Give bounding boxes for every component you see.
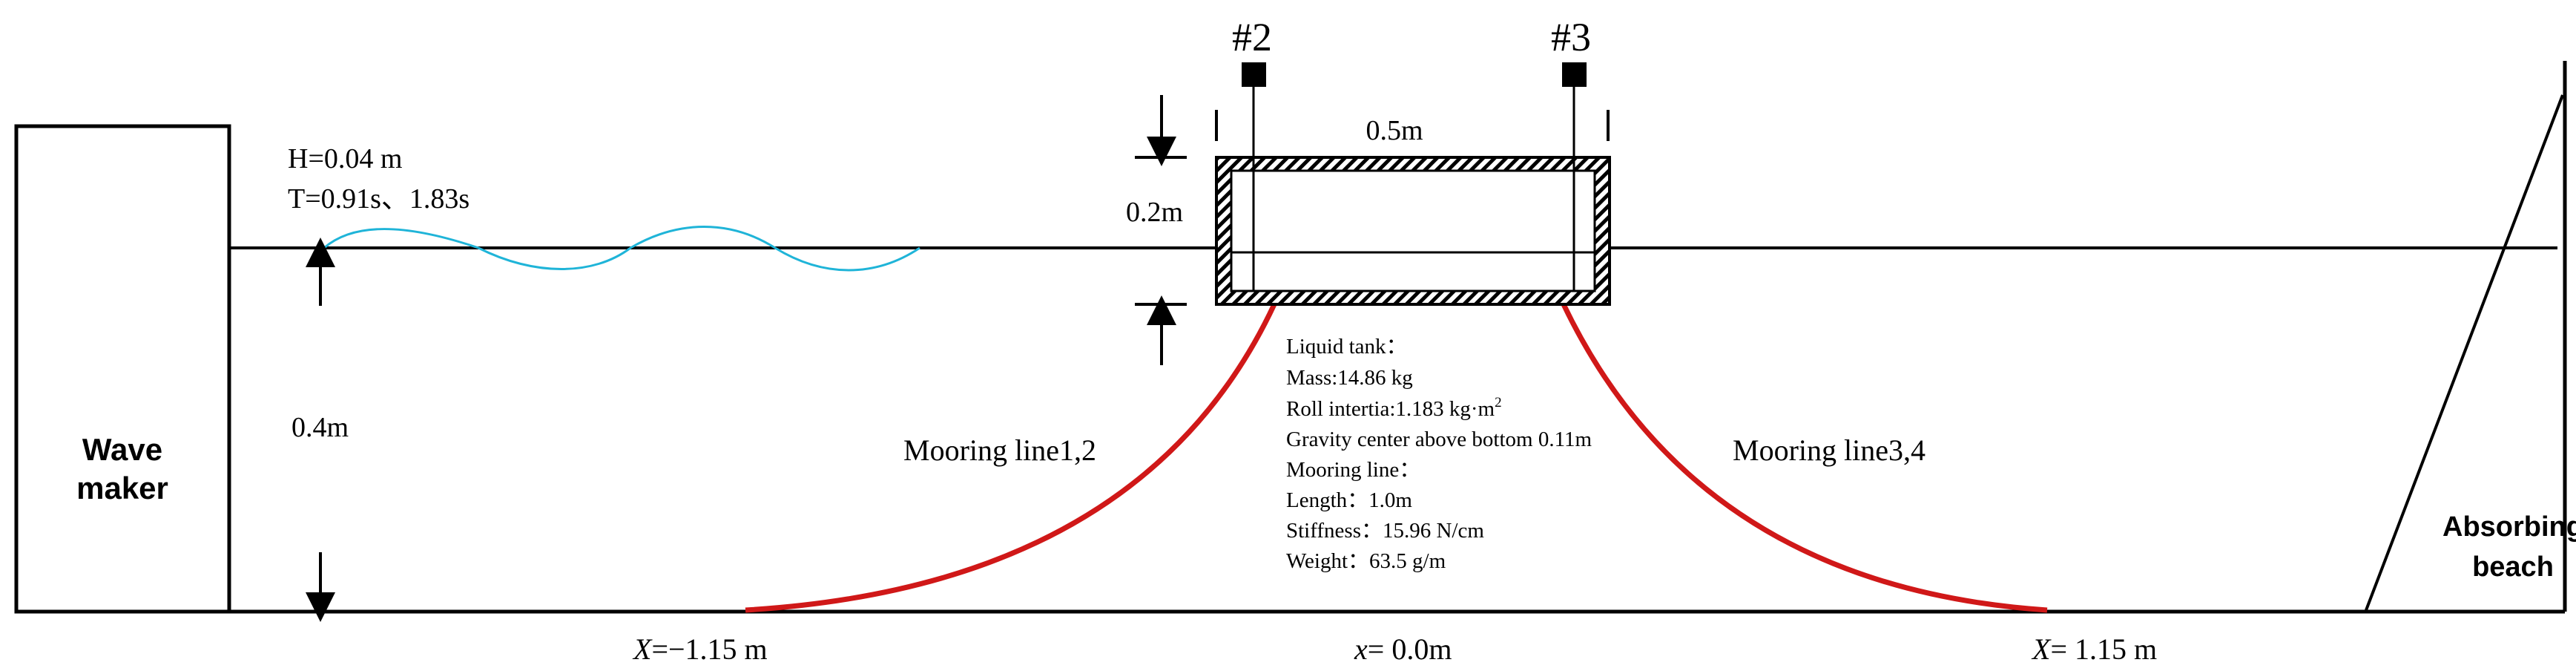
mooring-label-right: Mooring line3,4	[1733, 433, 1926, 467]
wave-height-label: H=0.04 m	[288, 143, 402, 174]
tank-info-mass: Mass:14.86 kg	[1286, 366, 1413, 390]
tank-info-gravity-center: Gravity center above bottom 0.11m	[1286, 428, 1592, 451]
wave-maker-box	[14, 124, 231, 614]
tank-width-label: 0.5m	[1366, 115, 1423, 146]
water-depth-label: 0.4m	[291, 412, 349, 443]
mooring-line-left	[745, 303, 1277, 613]
tank-height-label: 0.2m	[1126, 197, 1183, 228]
incident-wave	[323, 226, 920, 272]
mooring-label-left: Mooring line1,2	[903, 433, 1096, 467]
tank-info-heading: Liquid tank：	[1286, 335, 1408, 359]
wave-period-label: T=0.91s、1.83s	[288, 183, 470, 215]
tank-info-block: Liquid tank： Mass:14.86 kg Roll intertia…	[1286, 335, 1592, 573]
gauge-3-label: #3	[1551, 15, 1591, 59]
x-position-right: X= 1.15 m	[2031, 632, 2157, 666]
tank-info-mooring-heading: Mooring line：	[1286, 458, 1420, 482]
tank-info-stiffness: Stiffness：15.96 N/cm	[1286, 519, 1484, 543]
x-position-left: X=−1.15 m	[632, 632, 768, 666]
gauge-2-label: #2	[1232, 15, 1272, 59]
mooring-line-right	[1561, 303, 2048, 613]
wave-maker-label-line2: maker	[76, 471, 168, 505]
x-position-center: x= 0.0m	[1354, 632, 1452, 666]
tank-info-weight: Weight：63.5 g/m	[1286, 549, 1446, 573]
liquid-tank-interior	[1230, 169, 1596, 292]
absorbing-beach-slope	[2365, 94, 2564, 611]
gauge-2-sensor	[1242, 62, 1266, 87]
tank-info-roll-inertia: Roll intertia:1.183 kg·m2	[1286, 395, 1502, 421]
tank-info-length: Length：1.0m	[1286, 488, 1412, 512]
absorbing-beach-label-line2: beach	[2472, 551, 2554, 583]
absorbing-beach-label-line1: Absorbing	[2442, 511, 2576, 543]
gauge-3-sensor	[1562, 62, 1587, 87]
wave-maker-label-line1: Wave	[82, 432, 162, 467]
